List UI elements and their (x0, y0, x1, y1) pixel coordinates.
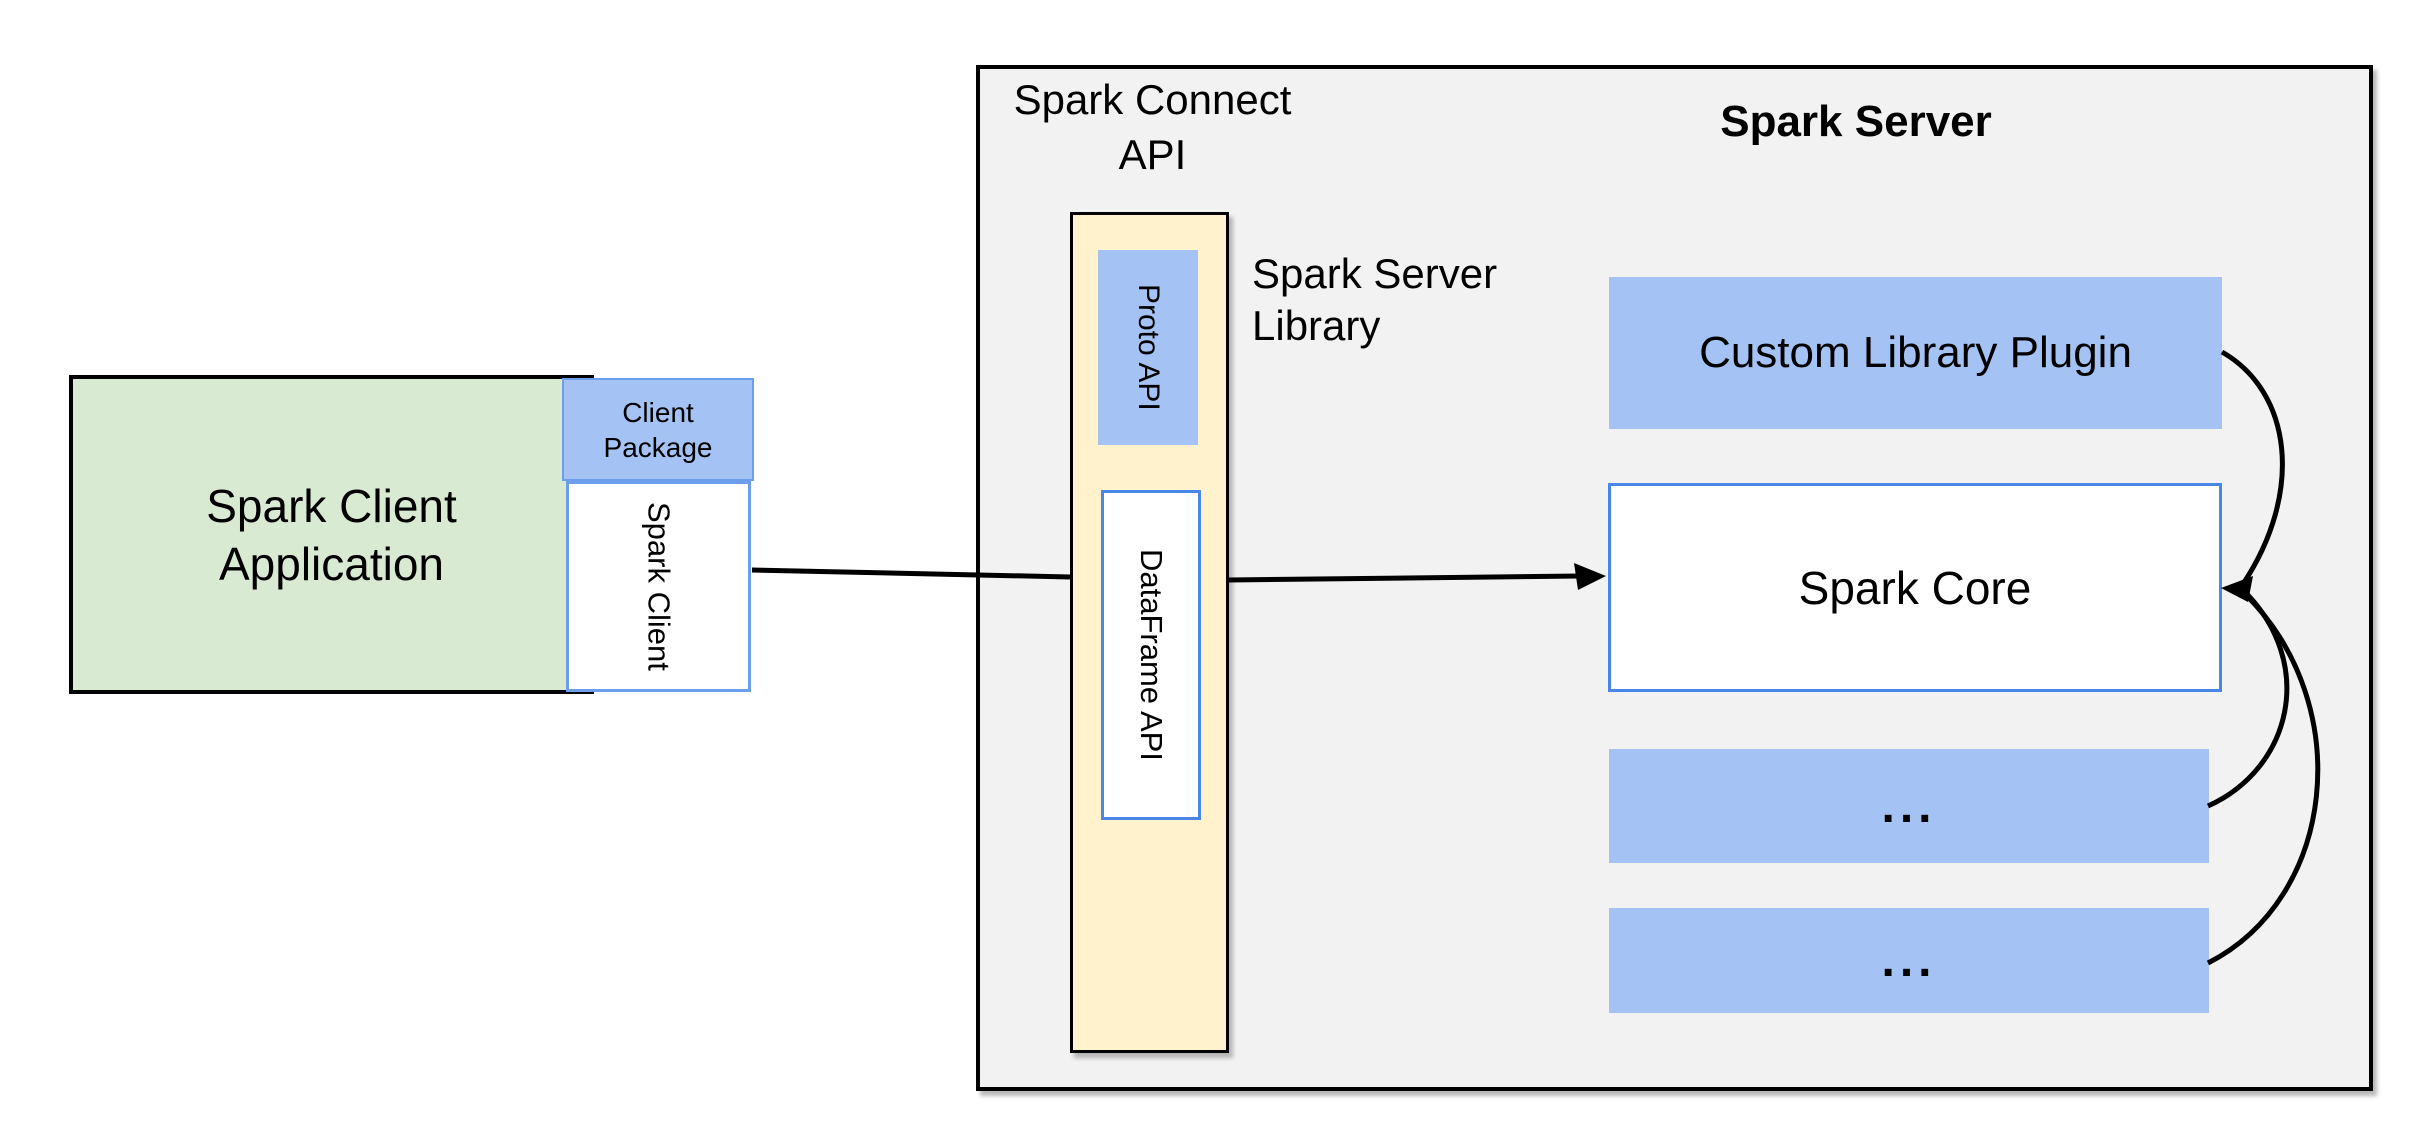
spark-core-box: Spark Core (1608, 483, 2222, 692)
client-package-box: Client Package (562, 378, 754, 481)
spark-client-box: Spark Client (566, 481, 751, 692)
spark-connect-api-label: Spark Connect API (1013, 76, 1292, 178)
custom-library-plugin-box: Custom Library Plugin (1609, 277, 2222, 429)
dataframe-api-box: DataFrame API (1101, 490, 1201, 820)
plugin-slot-box-2: ... (1609, 908, 2209, 1013)
spark-client-application-box: Spark Client Application (69, 375, 594, 694)
plugin-slot-box-1: ... (1609, 749, 2209, 863)
proto-api-box: Proto API (1098, 250, 1198, 445)
dataframe-api-label: DataFrame API (1134, 549, 1169, 761)
spark-client-label: Spark Client (641, 502, 677, 671)
proto-api-label: Proto API (1132, 284, 1165, 411)
spark-server-library-label: Spark Server Library (1252, 250, 1498, 349)
spark-server-title: Spark Server (1720, 97, 1992, 146)
